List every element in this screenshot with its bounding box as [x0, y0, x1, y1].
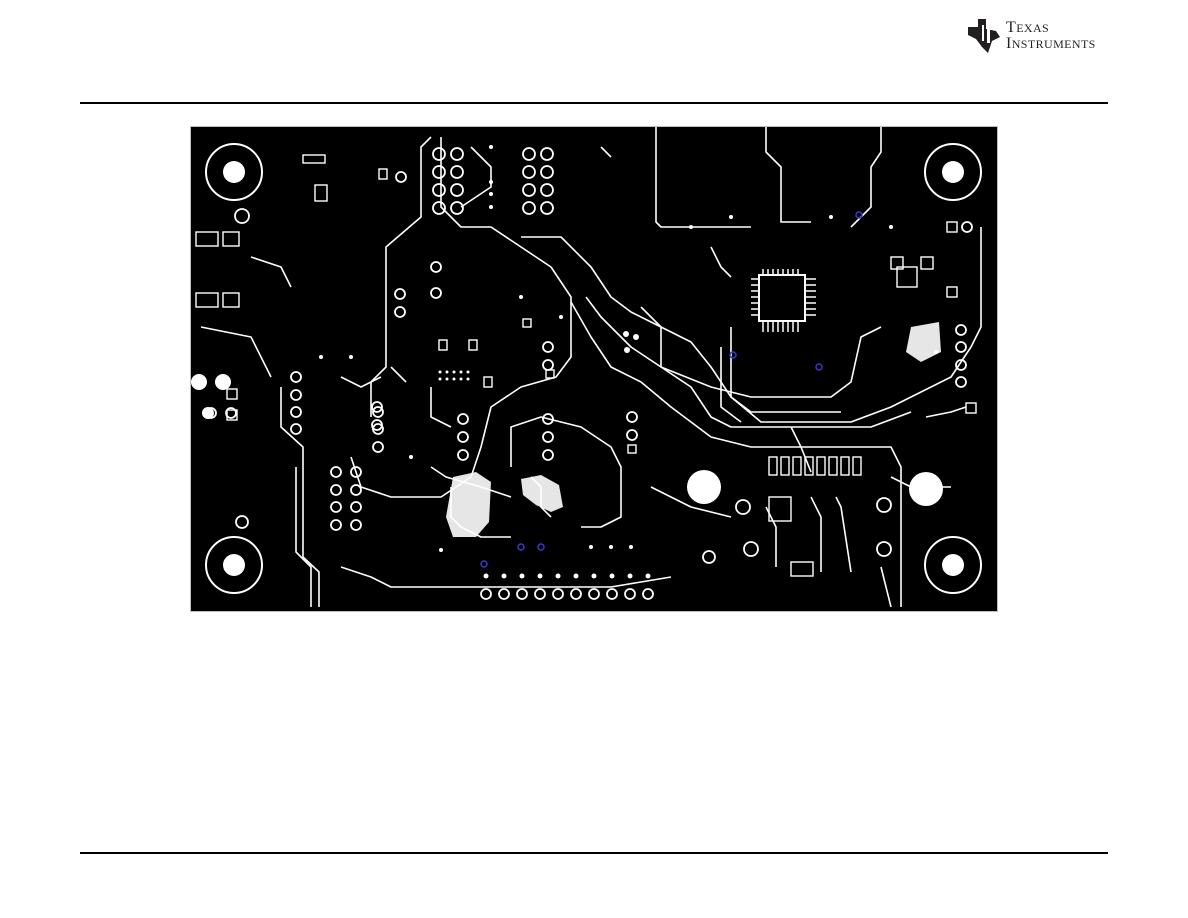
- texas-instruments-logo: TEXAS INSTRUMENTS: [966, 16, 1111, 56]
- pcb-artwork: [191, 127, 998, 612]
- pcb-layout-image: [190, 126, 998, 612]
- qfn-ic: [751, 269, 816, 332]
- logo-line-2: INSTRUMENTS: [1006, 36, 1096, 52]
- logo-line-1: TEXAS: [1006, 20, 1096, 36]
- texas-state-logo-icon: [966, 17, 1002, 55]
- mounting-holes: [206, 144, 981, 593]
- footer-rule: [80, 852, 1108, 854]
- header-rule: [80, 102, 1108, 104]
